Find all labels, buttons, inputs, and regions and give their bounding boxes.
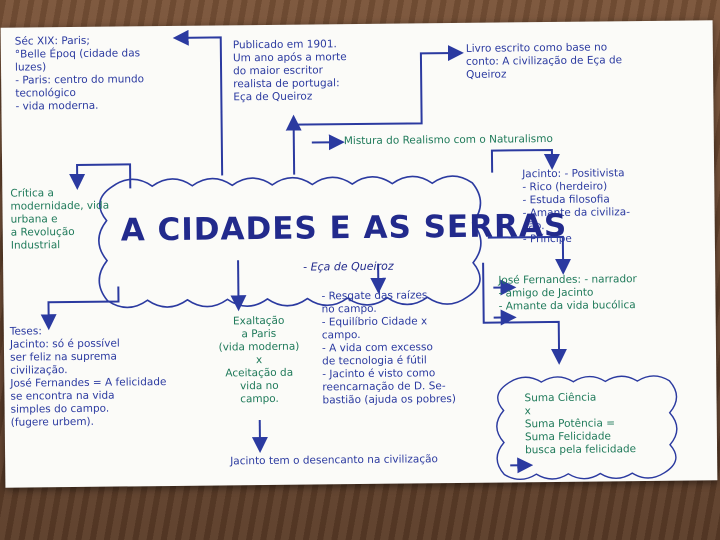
note-resgate: - Resgate das raízes no campo. - Equilíb… [321, 289, 457, 407]
note-publicado: Publicado em 1901. Um ano após a morte d… [232, 38, 347, 104]
note-livro: Livro escrito como base no conto: A civi… [465, 41, 623, 81]
map-author: - Eça de Queiroz [303, 259, 394, 274]
connector-lines [40, 29, 678, 481]
suma-cloud-outline [496, 375, 678, 481]
paper-sheet: Séc XIX: Paris; °Belle Époq (cidade das … [0, 20, 718, 488]
note-suma: Suma Ciência x Suma Potência = Suma Feli… [524, 391, 637, 457]
note-teses: Teses: Jacinto: só é possível ser feliz … [9, 325, 167, 429]
note-paris: Séc XIX: Paris; °Belle Époq (cidade das … [14, 34, 145, 113]
note-critica: Crítica a modernidade, vida urbana e a R… [10, 187, 110, 252]
title-cloud-outline [98, 175, 482, 309]
note-exaltacao: Exaltação a Paris (vida moderna) x Aceit… [218, 314, 300, 406]
map-title: A CIDADES E AS SERRAS [120, 207, 568, 249]
note-jose: José Fernandes: - narrador - amigo de Ja… [498, 273, 637, 313]
